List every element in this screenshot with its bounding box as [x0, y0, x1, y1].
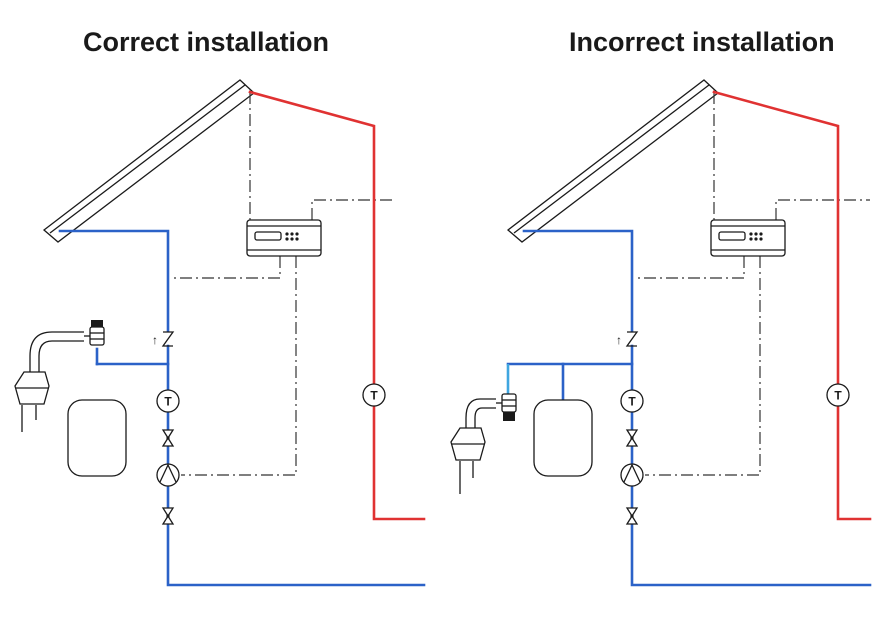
expansion-vessel-left [67, 399, 127, 477]
ball-valve-lower-right [626, 507, 638, 525]
sensor-label-flow-right: T [834, 389, 842, 403]
incorrect-installation-diagram: ↑ T T [450, 79, 872, 587]
sensor-label-return-left: T [164, 395, 172, 409]
discharge-pipe-right [450, 398, 496, 494]
flow-arrow-right: ↑ [616, 333, 622, 347]
solar-collector-left [42, 79, 256, 243]
hot-pipe-right [712, 90, 872, 521]
sensor-label-flow-left: T [370, 389, 378, 403]
expansion-vessel-right [533, 399, 593, 477]
cold-pipe-right [506, 229, 872, 587]
correct-installation-diagram: ↑ T T [14, 79, 426, 587]
check-valve-left: ↑ [152, 331, 174, 347]
temperature-sensor-flow-right: T [826, 383, 850, 407]
ball-valve-upper-right [626, 429, 638, 447]
cold-pipe-left [58, 229, 426, 587]
safety-valve-left [84, 320, 105, 346]
sensor-label-return-right: T [628, 395, 636, 409]
temperature-sensor-flow-left: T [362, 383, 386, 407]
ball-valve-upper-left [162, 429, 174, 447]
pump-right [620, 463, 644, 487]
safety-valve-right [496, 393, 517, 421]
hot-pipe-left [248, 90, 426, 521]
check-valve-right: ↑ [616, 331, 638, 347]
flow-arrow-left: ↑ [152, 333, 158, 347]
controller-right [710, 219, 786, 257]
ball-valve-lower-left [162, 507, 174, 525]
control-lines-right [634, 92, 870, 476]
pump-left [156, 463, 180, 487]
solar-collector-right [506, 79, 720, 243]
incorrect-installation-title: Incorrect installation [569, 27, 835, 57]
temperature-sensor-return-left: T [156, 389, 180, 413]
controller-left [246, 219, 322, 257]
control-lines-left [170, 92, 392, 476]
discharge-pipe-left [14, 331, 84, 432]
correct-installation-title: Correct installation [83, 27, 330, 57]
temperature-sensor-return-right: T [620, 389, 644, 413]
